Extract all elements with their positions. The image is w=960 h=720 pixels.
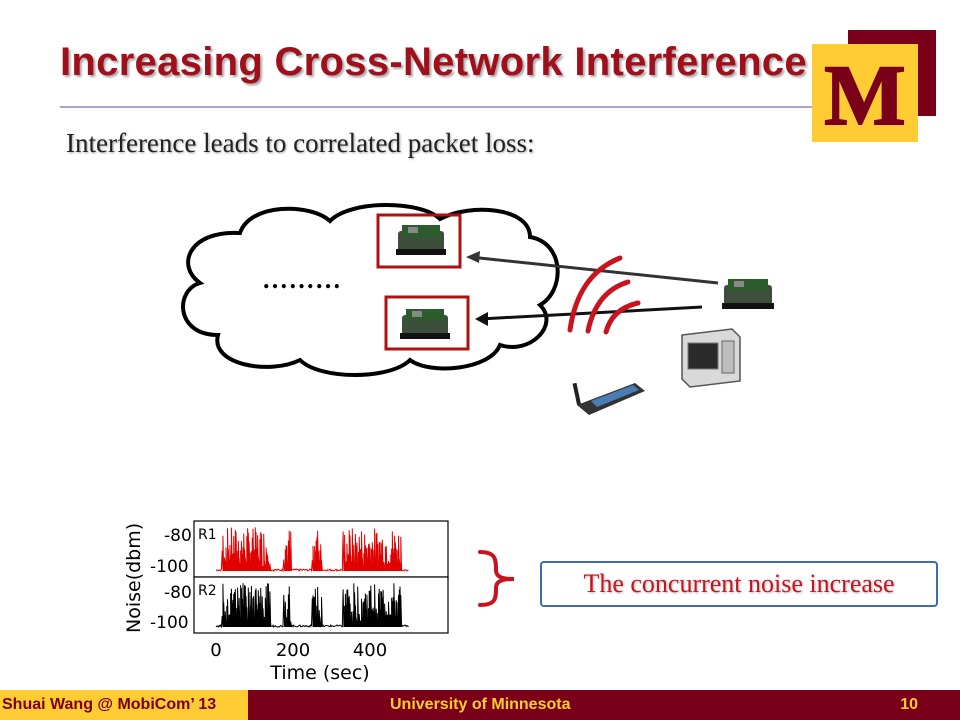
callout-box: The concurrent noise increase <box>540 561 938 607</box>
panel-r1: R1 -80 -100 <box>150 520 449 578</box>
microwave-icon <box>681 328 741 388</box>
sensor-node-icon <box>376 213 462 269</box>
callout-text: The concurrent noise increase <box>583 569 895 598</box>
y-tick-label: -80 <box>164 526 192 546</box>
series-line-r2 <box>215 583 409 629</box>
title-divider <box>60 106 820 108</box>
slide-subtitle: Interference leads to correlated packet … <box>66 128 535 158</box>
series-line-r1 <box>215 527 409 573</box>
x-tick-label: 0 <box>210 640 221 661</box>
x-tick-label: 400 <box>353 640 387 661</box>
slide-title: Increasing Cross-Network Interference <box>60 40 807 84</box>
sensor-node-icon <box>722 279 774 309</box>
cloud-ellipsis: ……… <box>262 265 342 294</box>
wifi-router-icon <box>572 382 645 415</box>
page-number: 10 <box>900 696 918 713</box>
series-label-r1: R1 <box>198 527 217 543</box>
university-logo: M <box>812 44 918 144</box>
network-cloud <box>181 203 560 377</box>
panel-r2: R2 -80 -100 <box>150 576 449 634</box>
y-tick-label: -100 <box>150 557 189 577</box>
logo-letter: M <box>824 47 905 142</box>
sensor-node-icon <box>384 295 470 351</box>
footer-author: Shuai Wang @ MobiCom’ 13 <box>0 690 248 720</box>
block-m-icon: M <box>823 46 906 144</box>
chart-ylabel: Noise(dbm) <box>123 523 145 633</box>
y-tick-label: -80 <box>164 583 192 603</box>
signal-wave-icon <box>567 255 641 335</box>
x-tick-label: 200 <box>276 640 310 661</box>
series-label-r2: R2 <box>198 583 217 599</box>
interference-diagram <box>181 203 774 415</box>
y-tick-label: -100 <box>150 613 189 633</box>
noise-chart: Noise(dbm) R1 -80 -100 R2 -80 -100 0 200… <box>123 520 449 684</box>
footer-university: University of Minnesota <box>390 696 571 713</box>
chart-xlabel: Time (sec) <box>269 662 369 684</box>
curly-brace-icon <box>478 550 515 607</box>
